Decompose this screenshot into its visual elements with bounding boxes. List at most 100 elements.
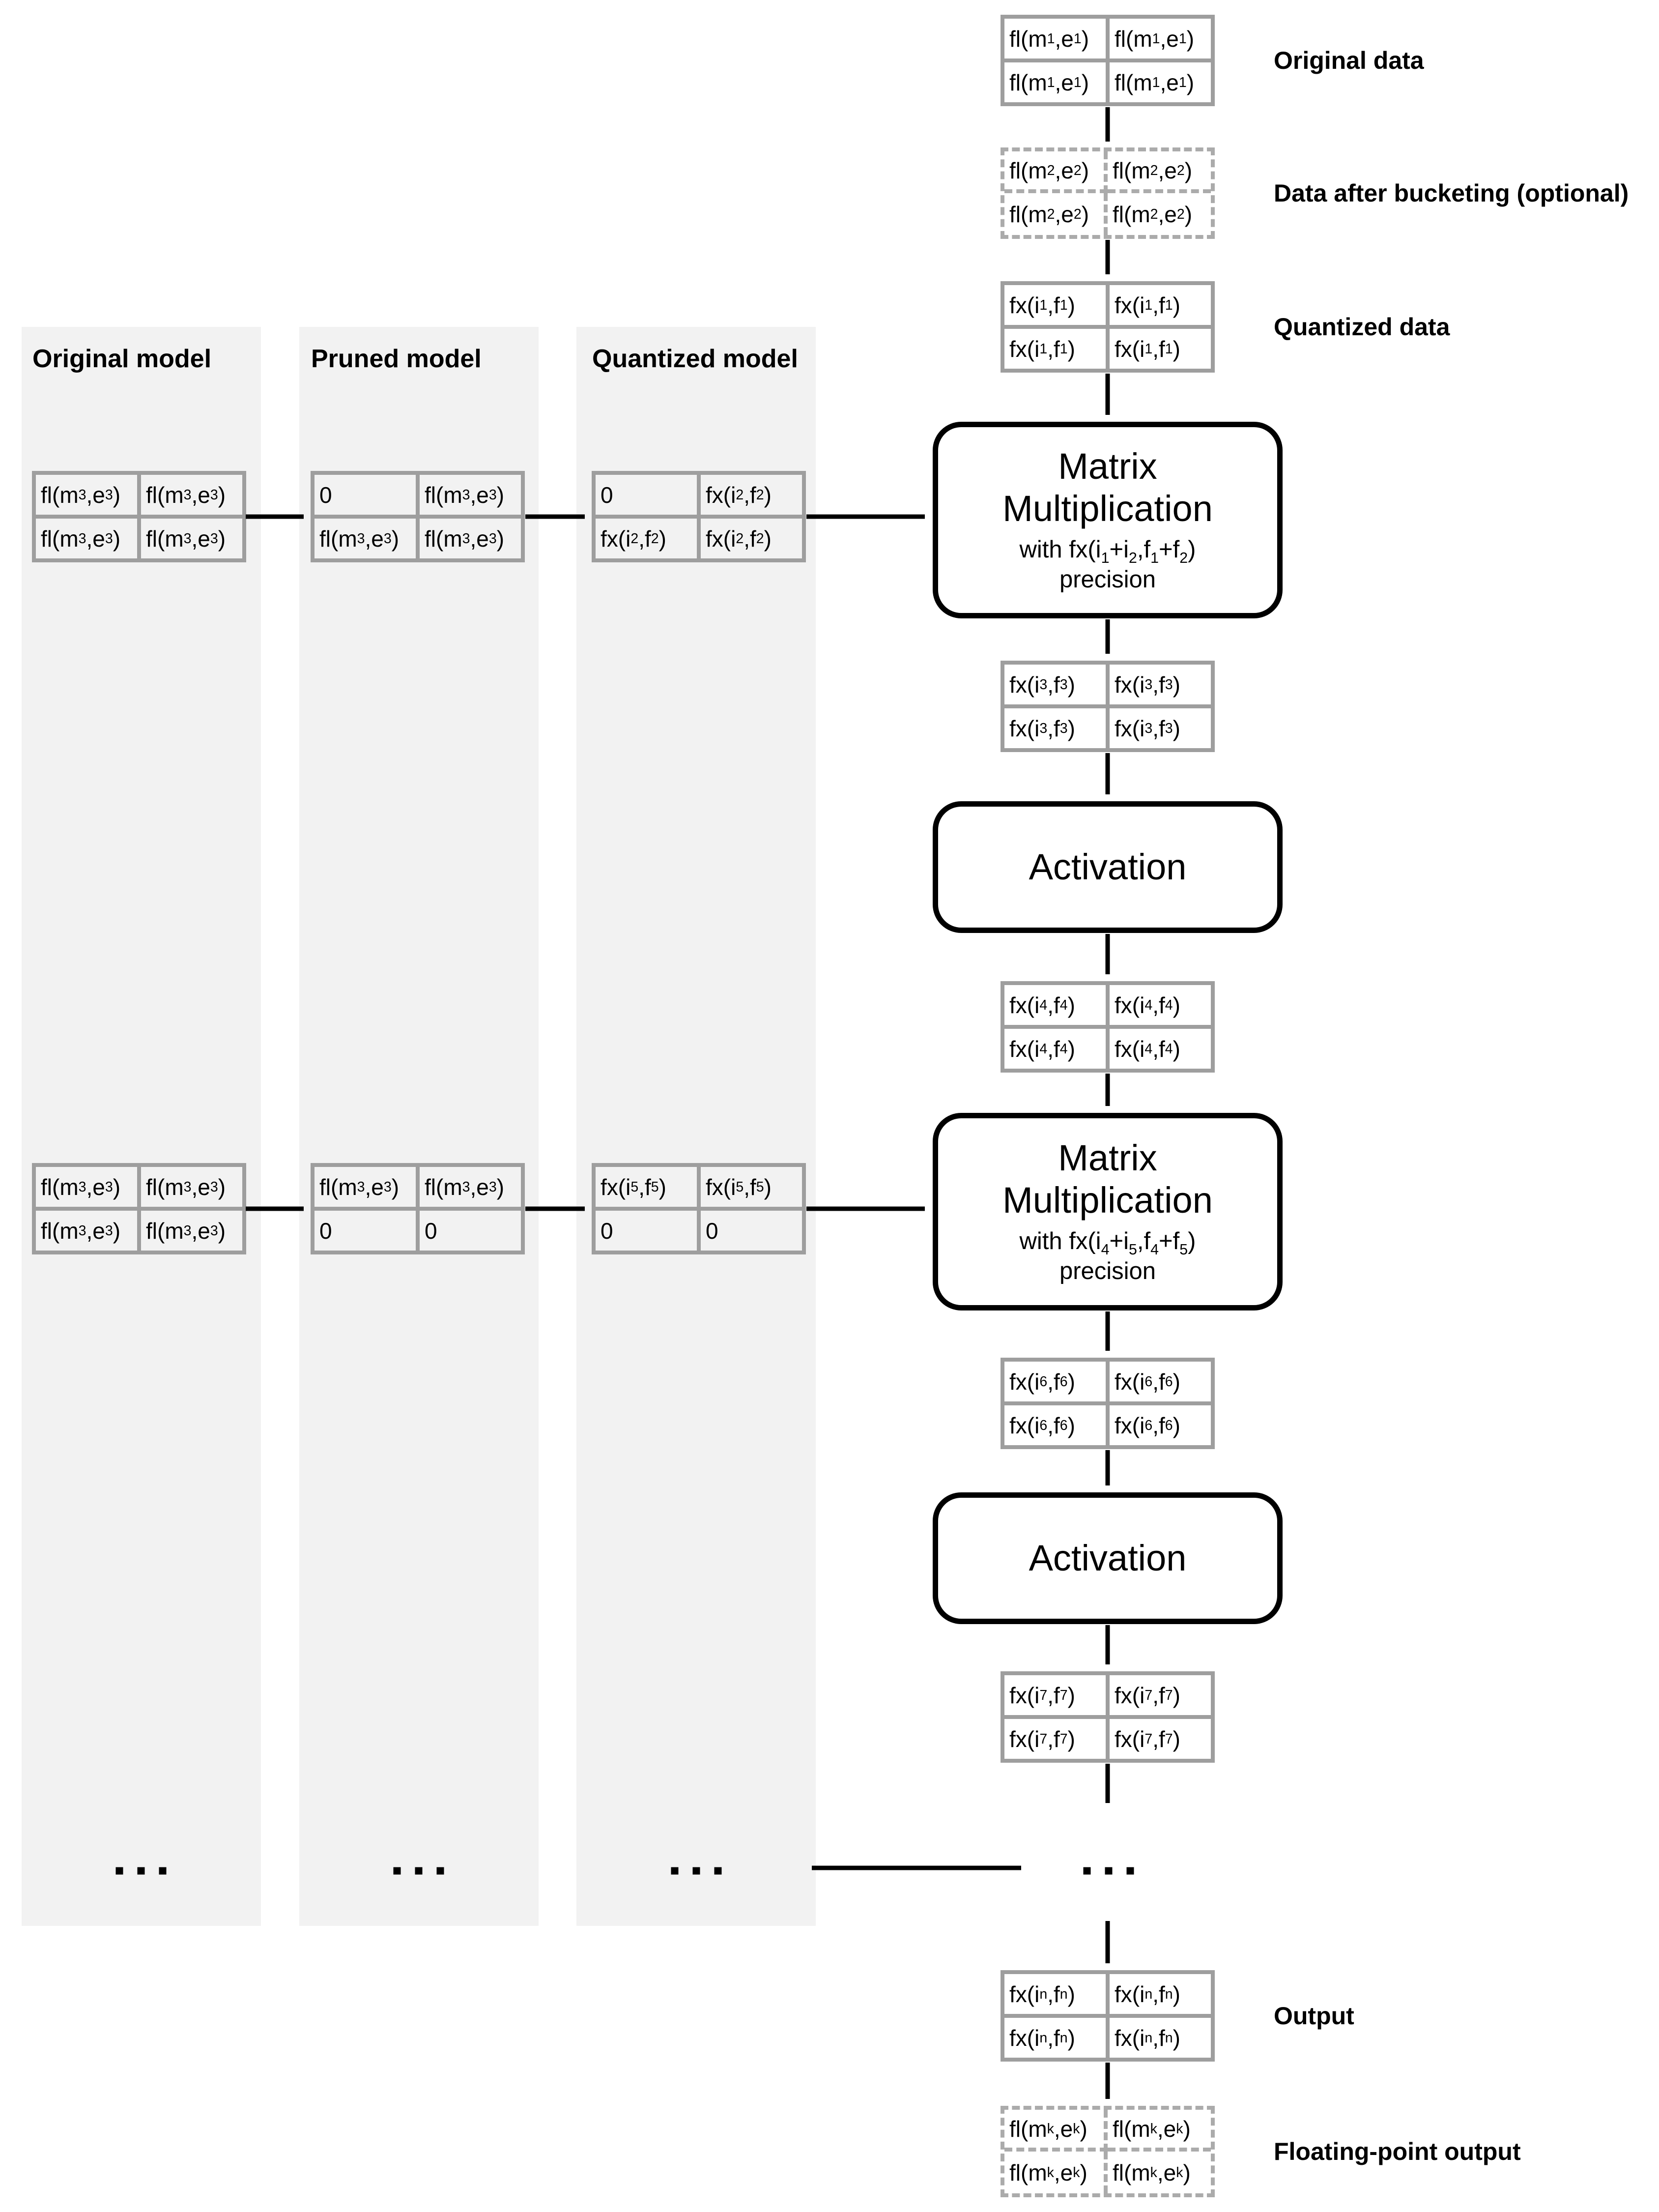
- original-model-header: Original model: [32, 345, 212, 373]
- ellipsis-dot: [115, 1867, 123, 1875]
- original-model-ellipsis: [115, 1867, 167, 1875]
- matrix-cell: 0: [420, 1211, 521, 1251]
- label-bucketed-data: Data after bucketing (optional): [1274, 179, 1629, 207]
- matrix-multiplication-2-precision-word: precision: [1059, 1257, 1156, 1284]
- ellipsis-dot: [415, 1867, 423, 1875]
- quantized-model-ellipsis: [671, 1867, 722, 1875]
- ellipsis-dot: [692, 1867, 700, 1875]
- matrix-cell: 0: [596, 1211, 697, 1251]
- ellipsis-dot: [1105, 1867, 1113, 1875]
- quantized-model-header: Quantized model: [592, 345, 798, 373]
- ellipsis-dot: [714, 1867, 722, 1875]
- matrix-multiplication-2-title-line1: Matrix: [1058, 1137, 1157, 1178]
- matrix-multiplication-1-title-line1: Matrix: [1058, 445, 1157, 487]
- matrix-multiplication-2-box: Matrix Multiplication with fx(i4+i5,f4+f…: [933, 1113, 1283, 1310]
- ellipsis-dot: [1083, 1867, 1091, 1875]
- ellipsis-dot: [393, 1867, 401, 1875]
- flow-ellipsis: [1083, 1867, 1134, 1875]
- ellipsis-dot: [436, 1867, 444, 1875]
- label-original-data: Original data: [1274, 47, 1424, 74]
- matrix-cell: 0: [596, 475, 697, 515]
- ellipsis-dot: [1126, 1867, 1134, 1875]
- activation-2-title: Activation: [1029, 1538, 1187, 1579]
- activation-1-box: Activation: [933, 801, 1283, 933]
- original-model-column: [22, 327, 261, 1926]
- matrix-multiplication-1-precision: with fx(i1+i2,f1+f2): [1019, 536, 1196, 566]
- matrix-cell: 0: [315, 475, 416, 515]
- matrix-cell: 0: [315, 1211, 416, 1251]
- ellipsis-dot: [137, 1867, 145, 1875]
- matrix-multiplication-1-title-line2: Multiplication: [1002, 488, 1213, 529]
- matrix-multiplication-1-precision-word: precision: [1059, 566, 1156, 593]
- ellipsis-dot: [671, 1867, 679, 1875]
- activation-1-title: Activation: [1029, 846, 1187, 888]
- matrix-multiplication-1-box: Matrix Multiplication with fx(i1+i2,f1+f…: [933, 422, 1283, 618]
- label-output: Output: [1274, 2002, 1354, 2030]
- matrix-multiplication-2-precision: with fx(i4+i5,f4+f5): [1019, 1227, 1196, 1258]
- matrix-cell: 0: [701, 1211, 802, 1251]
- pruned-model-column: [299, 327, 539, 1926]
- matrix-multiplication-2-title-line2: Multiplication: [1002, 1179, 1213, 1221]
- activation-2-box: Activation: [933, 1492, 1283, 1624]
- quantized-model-column: [576, 327, 816, 1926]
